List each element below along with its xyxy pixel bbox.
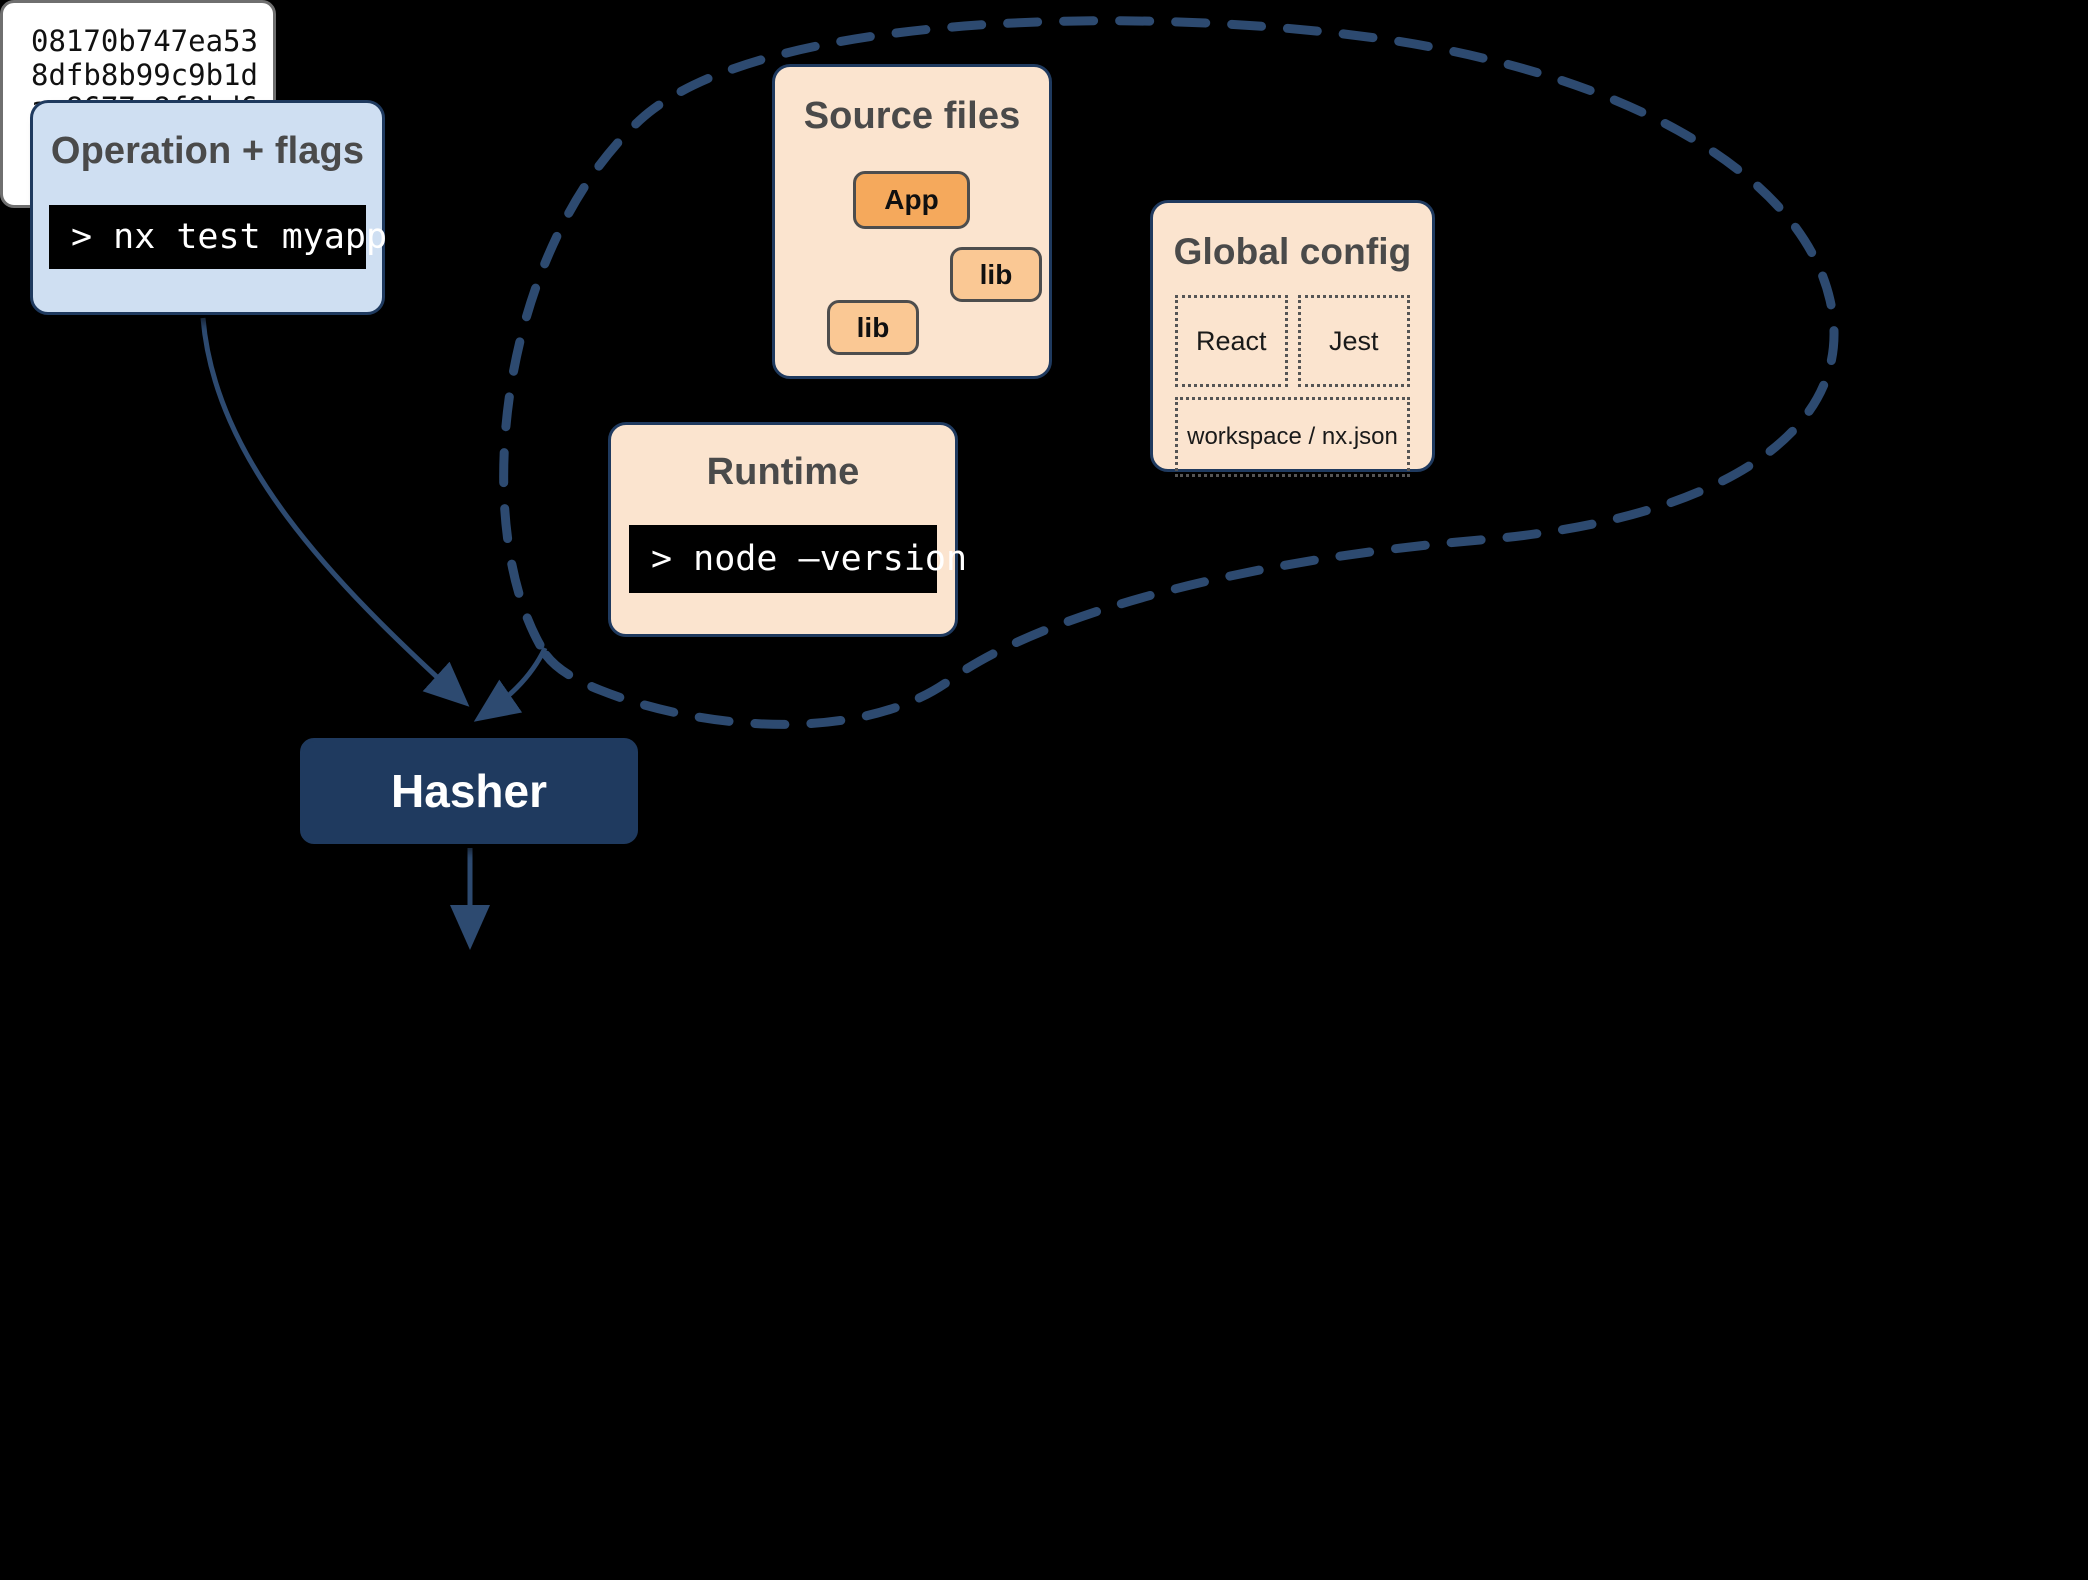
- operation-command-terminal: > nx test myapp: [49, 205, 387, 269]
- global-config-cell-workspace: workspace / nx.json: [1175, 397, 1410, 477]
- runtime-command-terminal: > node –version: [629, 525, 967, 593]
- global-config-row-top: React Jest: [1175, 295, 1410, 387]
- global-config-cell-jest: Jest: [1297, 295, 1410, 387]
- hasher-card: Hasher: [300, 738, 638, 844]
- global-config-row-bottom: workspace / nx.json: [1175, 397, 1410, 477]
- global-config-cell-react: React: [1175, 295, 1288, 387]
- runtime-card: Runtime > node –version: [608, 422, 967, 637]
- global-config-grid: React Jest workspace / nx.json: [1175, 295, 1410, 477]
- operation-flags-title: Operation + flags: [50, 130, 365, 172]
- graph-node-lib-right: lib: [950, 247, 1042, 302]
- hash-line: 8dfb8b99c9b1d: [31, 57, 258, 92]
- global-config-title: Global config: [1173, 231, 1412, 272]
- global-config-card: Global config React Jest workspace / nx.…: [1150, 200, 1435, 477]
- hasher-label: Hasher: [391, 765, 547, 817]
- source-files-title: Source files: [803, 95, 1021, 137]
- runtime-title: Runtime: [706, 451, 860, 493]
- edge-inputs-to-hasher: [473, 646, 548, 722]
- graph-node-app: App: [853, 171, 970, 229]
- source-files-card: Source files App lib lib: [772, 64, 1052, 379]
- hash-line: 08170b747ea53: [31, 24, 258, 58]
- operation-flags-card: Operation + flags > nx test myapp: [30, 100, 387, 315]
- edge-operation-to-hasher: [200, 317, 470, 707]
- graph-node-lib-left: lib: [827, 300, 919, 355]
